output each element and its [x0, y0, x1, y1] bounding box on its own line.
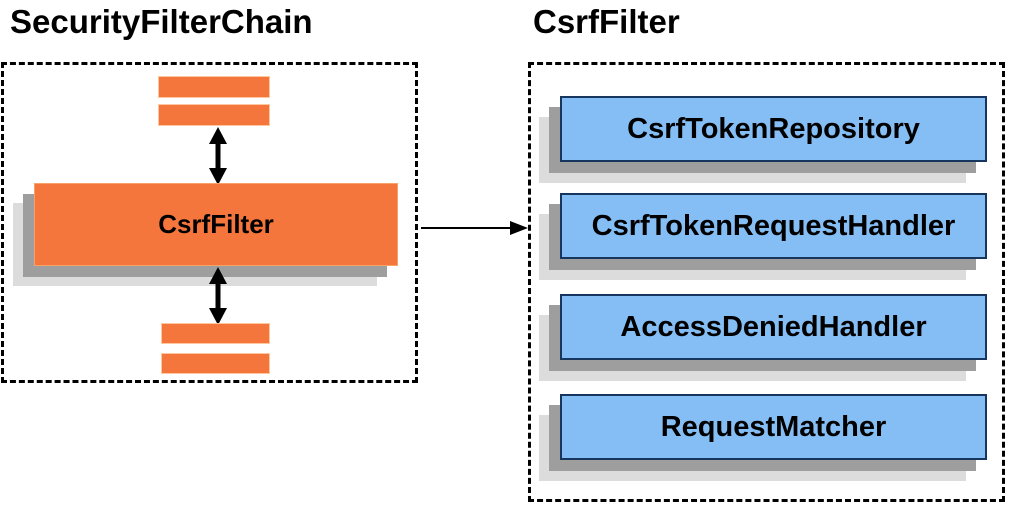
arrowhead-right-icon — [510, 221, 528, 235]
access-denied-handler-box: AccessDeniedHandler — [560, 294, 987, 360]
component-label: CsrfTokenRepository — [627, 112, 920, 145]
csrf-filter-link-arrow-icon — [421, 221, 528, 235]
component-label: RequestMatcher — [660, 410, 887, 443]
csrf-token-request-handler-box: CsrfTokenRequestHandler — [560, 193, 987, 259]
csrf-filter-box: CsrfFilter — [34, 183, 398, 266]
filter-chain-bar-2 — [158, 104, 270, 126]
component-label: CsrfTokenRequestHandler — [591, 209, 956, 242]
security-filter-chain-container: CsrfFilter — [1, 62, 418, 383]
csrf-filter-title: CsrfFilter — [533, 3, 680, 40]
csrf-token-repository-box: CsrfTokenRepository — [560, 96, 987, 162]
filter-chain-bar-4 — [161, 353, 270, 374]
arrowhead-up-icon — [209, 127, 227, 144]
arrowhead-down-icon — [209, 308, 227, 325]
filter-chain-bar-3 — [161, 323, 270, 344]
csrf-filter-box-label: CsrfFilter — [158, 209, 274, 239]
bidirectional-arrow-top-icon — [209, 127, 227, 185]
arrowhead-up-icon — [209, 267, 227, 284]
csrf-filter-components-container: CsrfTokenRepository CsrfTokenRequestHand… — [528, 62, 1005, 502]
filter-chain-bar-1 — [158, 76, 270, 98]
request-matcher-box: RequestMatcher — [560, 394, 987, 460]
arrowhead-down-icon — [209, 168, 227, 185]
bidirectional-arrow-bottom-icon — [209, 267, 227, 325]
security-filter-chain-title: SecurityFilterChain — [10, 3, 313, 40]
component-label: AccessDeniedHandler — [620, 310, 927, 343]
